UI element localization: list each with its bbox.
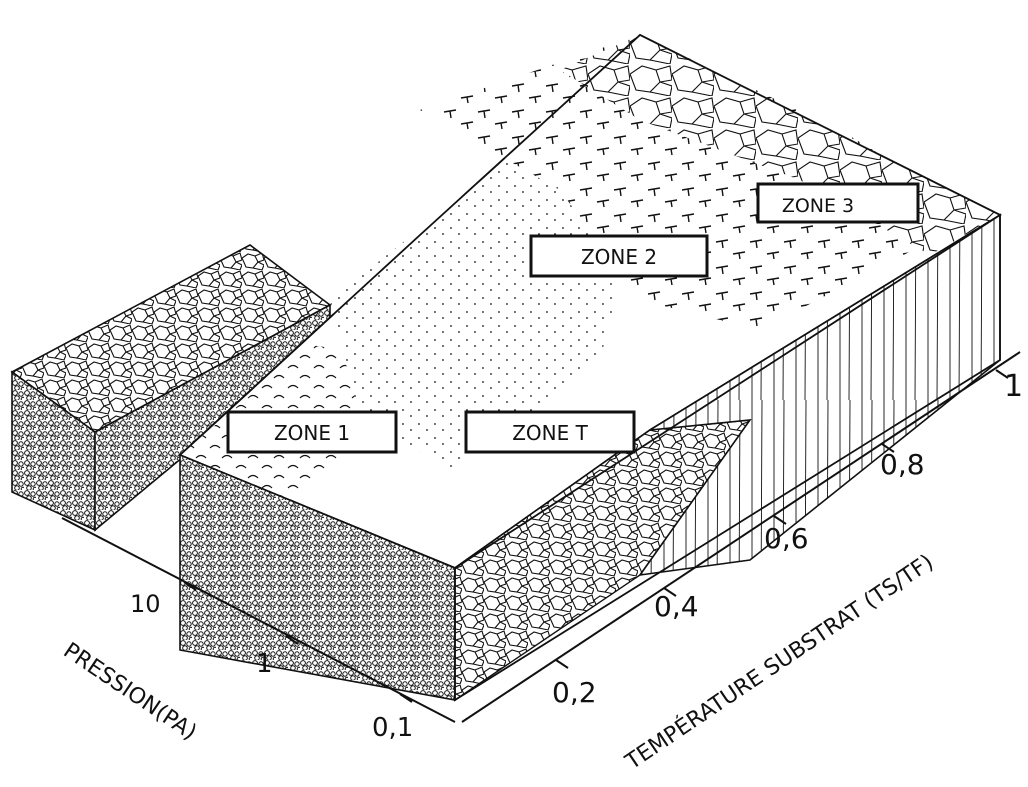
pressure-tick-0-1: 0,1 [372,713,413,743]
zone-label-2: ZONE 2 [529,234,709,278]
temperature-axis-label: TEMPÉRATURE SUBSTRAT (TS/TF) [620,549,938,775]
pressure-tick-1: 1 [256,649,273,679]
main-block [178,33,1002,702]
temperature-tick-1: 1 [1004,369,1023,404]
pressure-tick-10: 10 [130,590,161,618]
zone-label-t: ZONE T [464,410,636,454]
zone-label-1-text: ZONE 1 [274,421,350,445]
zone-label-3-text: ZONE 3 [782,195,854,217]
pressure-axis-line [61,517,456,723]
zone-label-1: ZONE 1 [226,410,398,454]
zone-label-2-box [529,234,709,278]
zone-label-2-text: ZONE 2 [581,245,657,269]
temperature-tick-0-2: 0,2 [552,676,597,709]
temperature-tick-0-6: 0,6 [764,522,809,555]
zone-label-3-box [756,182,920,224]
zone-label-1-box [226,410,398,454]
pressure-axis-label: PRESSION(PA) [59,638,201,745]
temperature-tick-0-8: 0,8 [880,448,925,481]
zone-label-3: ZONE 3 [756,182,920,224]
left-block [10,244,332,532]
temperature-axis-line [461,351,1021,723]
zone-label-t-text: ZONE T [512,421,588,445]
temperature-tick-0-4: 0,4 [654,590,699,623]
zone-label-t-box [464,410,636,454]
zoneT-surface-texture [330,150,640,470]
